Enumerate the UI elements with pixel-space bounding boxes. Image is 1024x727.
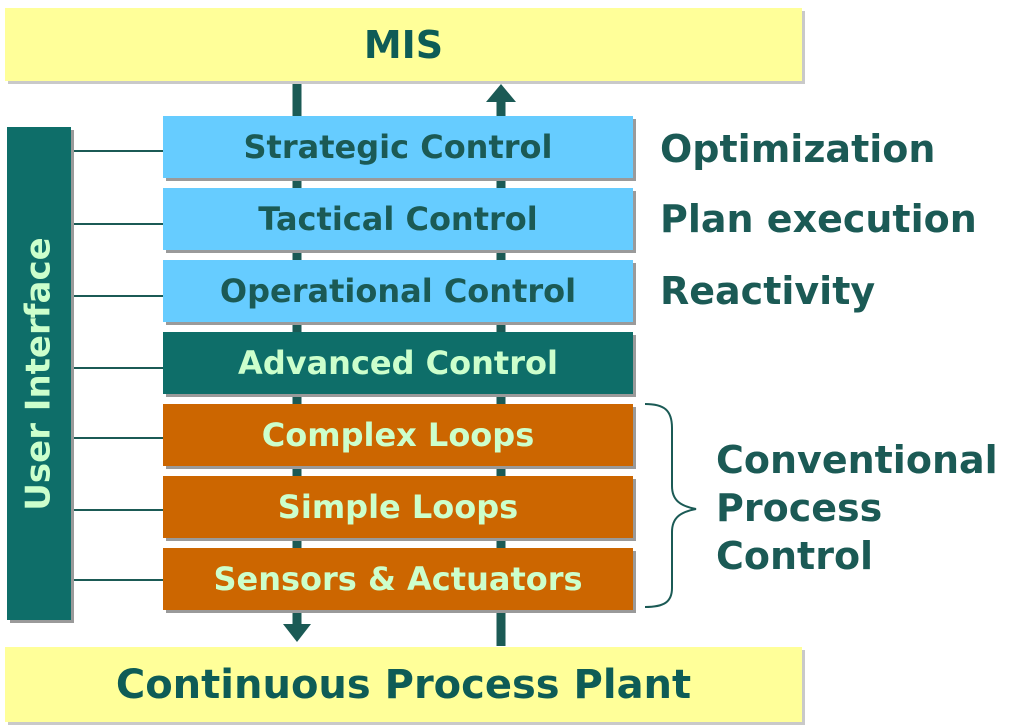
mis-box: MIS <box>5 8 802 81</box>
ui-connectors <box>71 150 163 581</box>
layer-label: Tactical Control <box>258 200 538 238</box>
layer-complex-loops: Complex Loops <box>163 404 633 466</box>
conventional-process-control-label: Conventional Process Control <box>716 436 998 580</box>
conv-line-1: Conventional <box>716 438 998 482</box>
plant-label: Continuous Process Plant <box>115 661 692 708</box>
label-plan-execution: Plan execution <box>660 197 977 241</box>
layer-sensors-actuators: Sensors & Actuators <box>163 548 633 610</box>
label-reactivity: Reactivity <box>660 269 876 313</box>
layer-label: Advanced Control <box>238 344 558 382</box>
layer-label: Complex Loops <box>261 416 535 454</box>
brace-path <box>644 403 697 608</box>
label-optimization: Optimization <box>660 127 936 171</box>
layer-tactical-control: Tactical Control <box>163 188 633 250</box>
mis-label: MIS <box>363 22 444 67</box>
user-interface-bar: User Interface <box>7 127 71 620</box>
layer-advanced-control: Advanced Control <box>163 332 633 394</box>
layer-operational-control: Operational Control <box>163 260 633 322</box>
layer-label: Simple Loops <box>277 488 519 526</box>
up-arrow-head <box>486 84 516 102</box>
layer-label: Sensors & Actuators <box>213 560 583 598</box>
conv-line-3: Control <box>716 534 874 578</box>
layer-simple-loops: Simple Loops <box>163 476 633 538</box>
continuous-process-plant-box: Continuous Process Plant <box>5 647 802 722</box>
conv-line-2: Process <box>716 486 883 530</box>
layer-label: Strategic Control <box>243 128 553 166</box>
down-arrow-head <box>283 624 311 642</box>
layer-label: Operational Control <box>219 272 577 310</box>
layer-strategic-control: Strategic Control <box>163 116 633 178</box>
